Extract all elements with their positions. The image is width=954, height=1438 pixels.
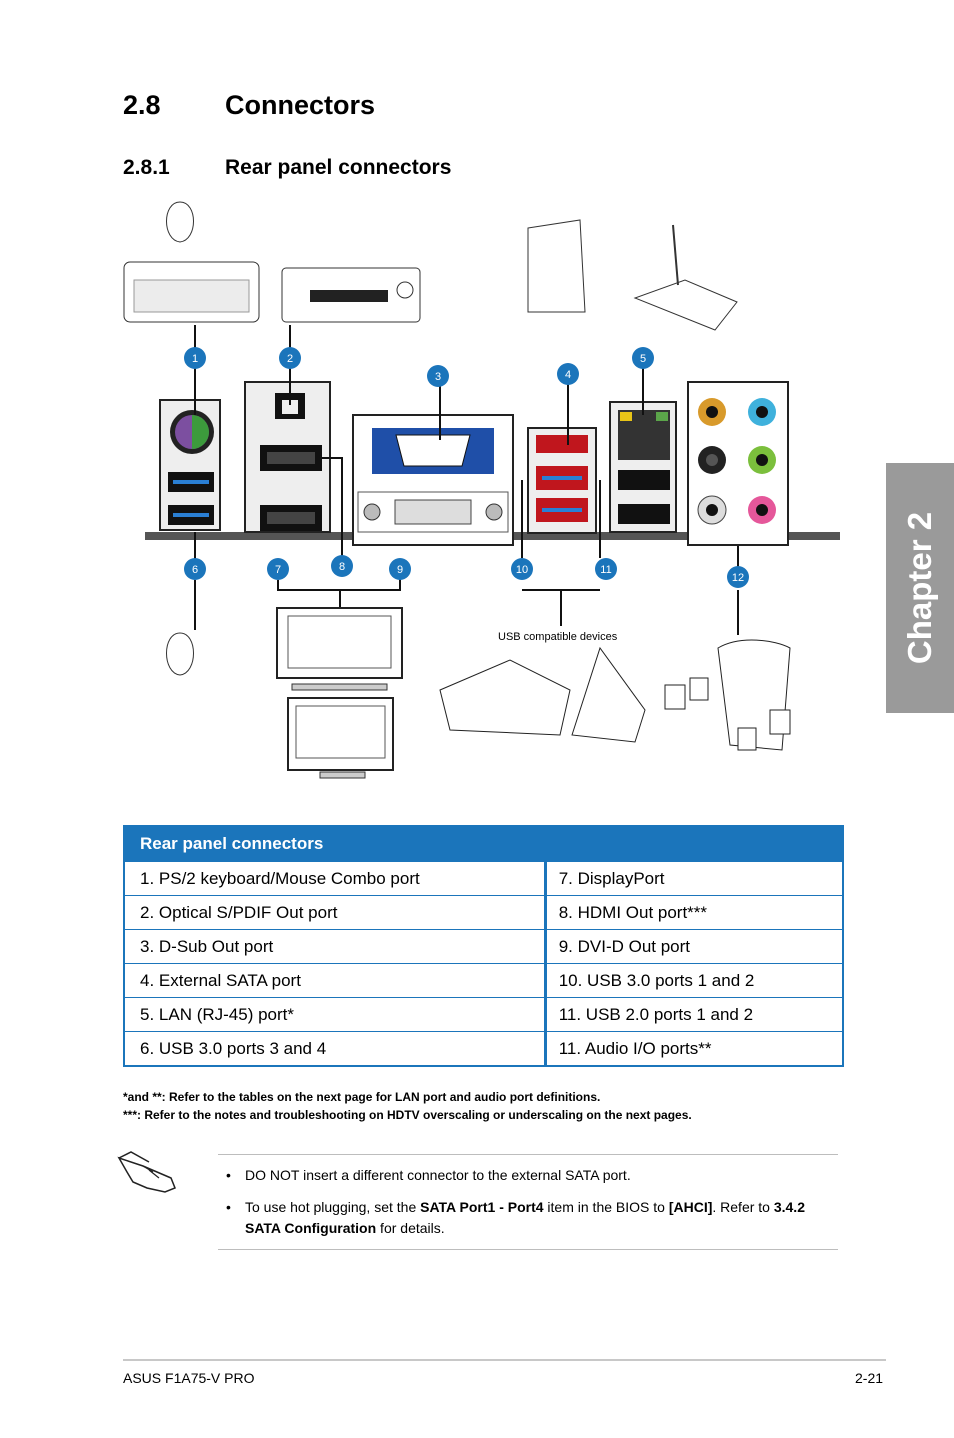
lan-usb2-block — [609, 401, 677, 533]
callout-4: 4 — [557, 363, 579, 385]
callout-6: 6 — [184, 558, 206, 580]
note-box: • DO NOT insert a different connector to… — [218, 1154, 838, 1250]
footnote-1: *and **: Refer to the tables on the next… — [123, 1090, 601, 1104]
table-cell: 9. DVI-D Out port — [543, 929, 844, 964]
callout-7: 7 — [267, 558, 289, 580]
svg-text:9: 9 — [397, 564, 403, 576]
callout-1: 1 — [184, 347, 206, 369]
footnotes: *and **: Refer to the tables on the next… — [123, 1088, 692, 1124]
mouse-icon — [166, 201, 194, 243]
callout-5: 5 — [632, 347, 654, 369]
footer-divider — [123, 1359, 886, 1361]
table-row: 1. PS/2 keyboard/Mouse Combo port 7. Dis… — [123, 861, 844, 896]
section-title: 2.8 Connectors — [123, 90, 375, 121]
callout-2: 2 — [279, 347, 301, 369]
subsection-title-text: Rear panel connectors — [225, 156, 452, 179]
chapter-tab-label: Chapter 2 — [901, 511, 938, 665]
table-cell: 7. DisplayPort — [543, 861, 844, 896]
table-cell: 1. PS/2 keyboard/Mouse Combo port — [123, 861, 546, 896]
table-row: 6. USB 3.0 ports 3 and 4 11. Audio I/O p… — [123, 1031, 844, 1067]
footer-page-number: 2-21 — [855, 1370, 884, 1386]
table-cell: 2. Optical S/PDIF Out port — [123, 895, 546, 930]
svg-text:10: 10 — [516, 564, 528, 576]
table-header: Rear panel connectors — [124, 826, 843, 862]
usb-devices-label: USB compatible devices — [498, 631, 618, 643]
callout-12: 12 — [727, 566, 749, 588]
router-icon — [633, 279, 738, 331]
bullet: • — [226, 1167, 231, 1183]
svg-text:12: 12 — [732, 572, 744, 584]
svg-text:5: 5 — [640, 353, 646, 365]
svg-text:6: 6 — [192, 564, 198, 576]
chapter-tab: Chapter 2 — [886, 463, 954, 713]
table-cell: 10. USB 3.0 ports 1 and 2 — [543, 963, 844, 998]
callout-10: 10 — [511, 558, 533, 580]
video-audio-block — [244, 381, 331, 533]
section-number: 2.8 — [123, 90, 161, 120]
subsection-number: 2.8.1 — [123, 156, 170, 179]
table-cell: 5. LAN (RJ-45) port* — [123, 997, 546, 1032]
external-storage-icon — [527, 219, 586, 313]
section-title-text: Connectors — [225, 90, 376, 120]
callout-3: 3 — [427, 365, 449, 387]
note-hand-icon — [117, 1151, 176, 1193]
table-cell: 3. D-Sub Out port — [123, 929, 546, 964]
svg-text:2: 2 — [287, 353, 293, 365]
svg-text:11: 11 — [600, 564, 611, 576]
note-item-1: DO NOT insert a different connector to t… — [245, 1167, 631, 1183]
svg-text:1: 1 — [192, 353, 198, 365]
ps2-usb-block — [159, 399, 221, 531]
callout-8: 8 — [331, 555, 353, 577]
table-cell: 4. External SATA port — [123, 963, 546, 998]
scanner-icon — [571, 646, 646, 743]
table-cell: 11. Audio I/O ports** — [543, 1031, 844, 1067]
callout-lines — [194, 325, 739, 635]
monitor-icon — [276, 607, 403, 691]
table-cell: 8. HDMI Out port*** — [543, 895, 844, 930]
svg-text:7: 7 — [275, 564, 281, 576]
table-cell: 11. USB 2.0 ports 1 and 2 — [543, 997, 844, 1032]
callout-9: 9 — [389, 558, 411, 580]
printer-icon — [439, 659, 571, 736]
note-item-2: To use hot plugging, set the SATA Port1 … — [245, 1199, 805, 1236]
bullet: • — [226, 1199, 231, 1215]
mouse-icon-2 — [166, 632, 194, 676]
svg-text:4: 4 — [565, 369, 571, 381]
connectors-table: Rear panel connectors 1. PS/2 keyboard/M… — [123, 825, 844, 1067]
table-row: 3. D-Sub Out port 9. DVI-D Out port — [123, 929, 844, 964]
table-row: 2. Optical S/PDIF Out port 8. HDMI Out p… — [123, 895, 844, 930]
audio-block — [687, 381, 789, 546]
footnote-2: ***: Refer to the notes and troubleshoot… — [123, 1108, 692, 1122]
callout-11: 11 — [595, 558, 617, 580]
monitor-icon-2 — [287, 697, 394, 779]
svg-text:3: 3 — [435, 371, 441, 383]
table-row: 4. External SATA port 10. USB 3.0 ports … — [123, 963, 844, 998]
table-cell: 6. USB 3.0 ports 3 and 4 — [123, 1031, 546, 1067]
svg-text:8: 8 — [339, 561, 345, 573]
table-row: 5. LAN (RJ-45) port* 11. USB 2.0 ports 1… — [123, 997, 844, 1032]
subsection-title: 2.8.1 Rear panel connectors — [123, 156, 451, 180]
footer-product: ASUS F1A75-V PRO — [123, 1370, 255, 1386]
esata-usb3-block — [527, 427, 597, 534]
rear-panel-figure: 1 2 3 4 5 6 7 8 9 10 11 12 USB compatibl… — [123, 201, 840, 779]
vga-dvi-block — [352, 414, 514, 546]
